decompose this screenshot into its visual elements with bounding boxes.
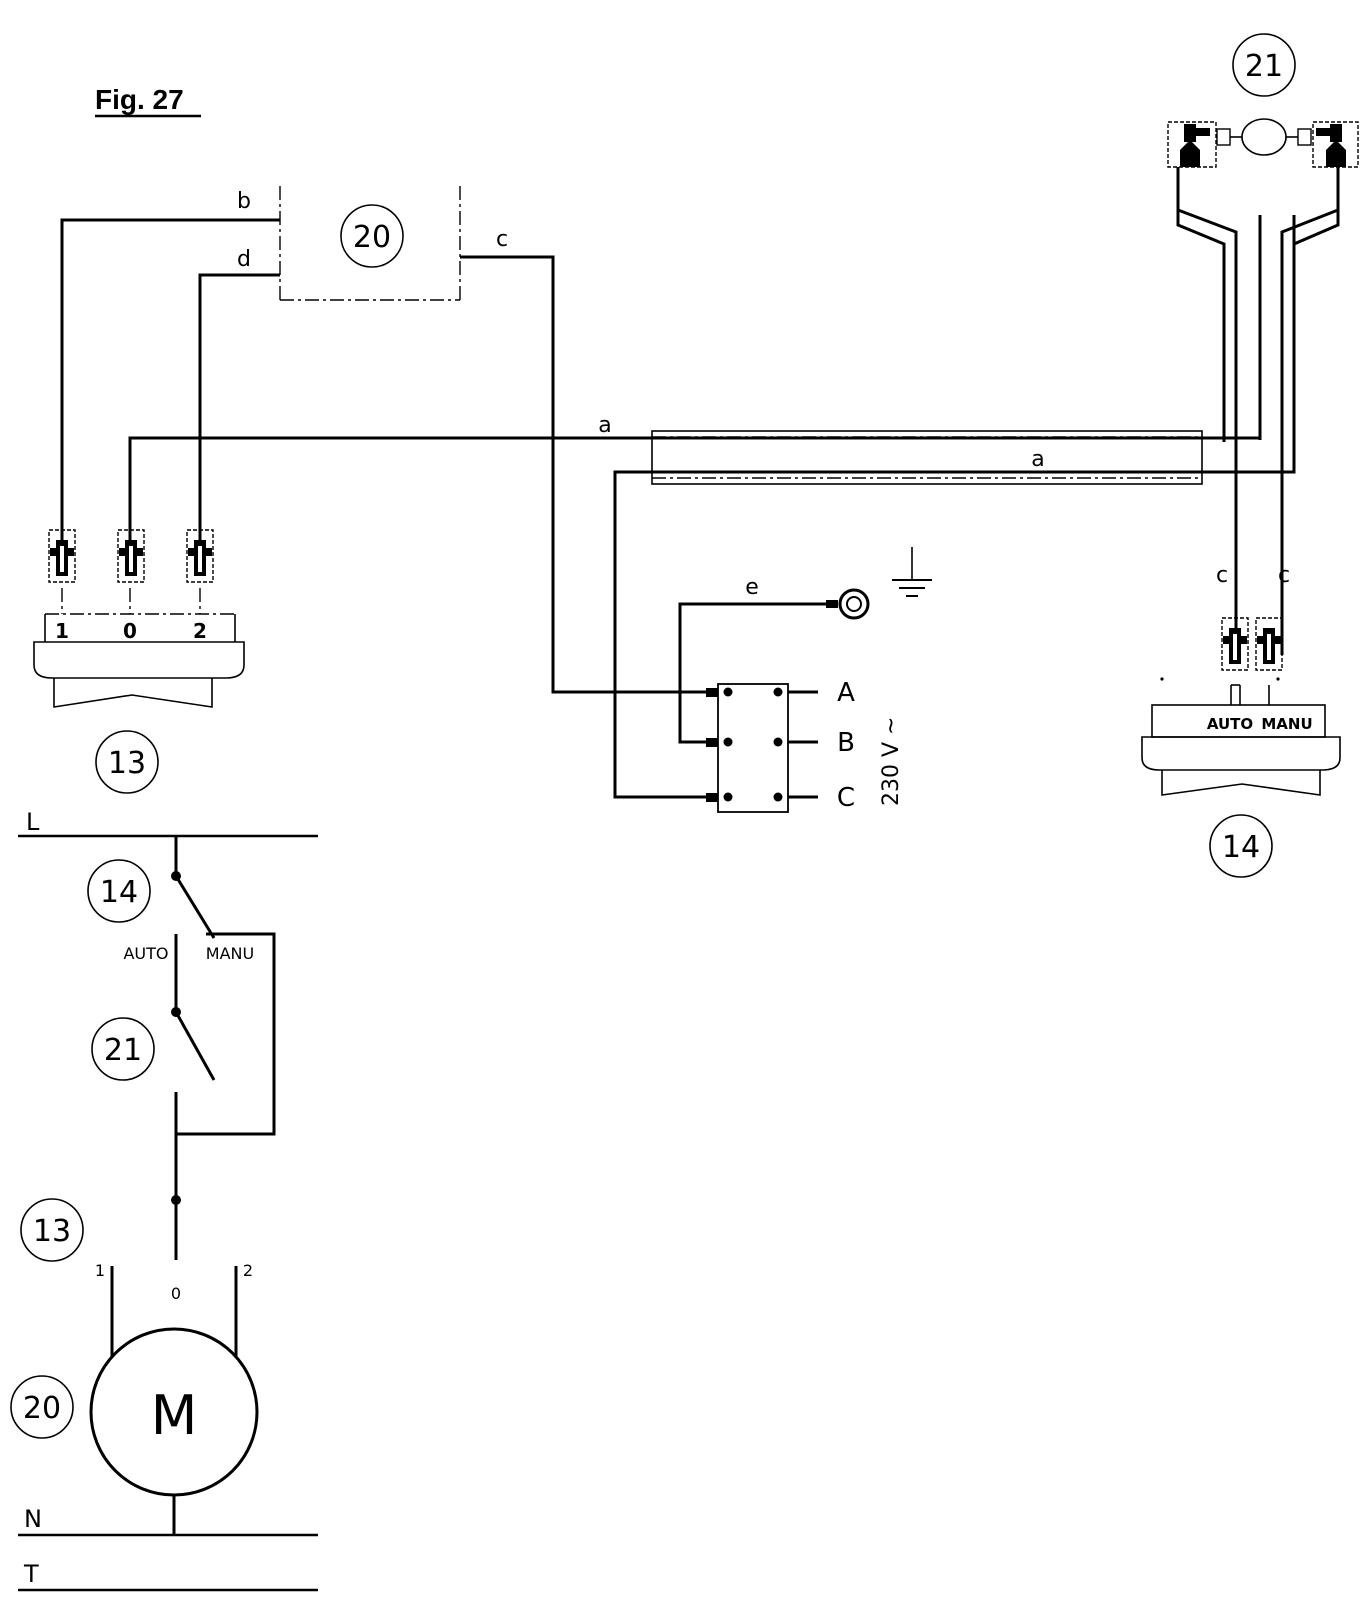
callout-20-circle <box>340 204 404 268</box>
selector-13-connector-1 <box>48 529 76 583</box>
schematic-switch-21 <box>171 1007 216 1260</box>
wire-label-c-motor: c <box>496 227 508 252</box>
terminal-label-a: A <box>837 678 855 708</box>
terminal-label-c: C <box>837 783 855 813</box>
limit-switch-21 <box>1216 118 1312 156</box>
earth-ring-terminal <box>826 588 870 620</box>
selector-13-pos-2: 2 <box>193 619 207 643</box>
switch-21-connector-left <box>1167 121 1217 168</box>
schematic-selector-13 <box>110 1266 238 1358</box>
wire-a-top <box>128 215 1262 540</box>
schematic-callout-14-circle <box>87 859 151 923</box>
callout-14: 14 <box>1222 830 1260 865</box>
line-N-label: N <box>24 1505 42 1533</box>
wire-label-d: d <box>237 247 251 272</box>
wire-label-e: e <box>745 575 759 600</box>
figure-title: Fig. 27 <box>95 84 184 115</box>
selector-13-pos-1: 1 <box>55 619 69 643</box>
selector-14-label-manu: MANU <box>1261 715 1312 733</box>
schematic-label-auto: AUTO <box>123 944 168 963</box>
wire-label-c-left: c <box>1216 563 1228 588</box>
callout-13: 13 <box>108 746 146 781</box>
wire-label-c-right: c <box>1278 563 1290 588</box>
selector-14-label-auto: AUTO <box>1207 715 1253 733</box>
selector-13-connector-0 <box>117 529 145 583</box>
wire-label-a-top: a <box>598 413 611 438</box>
callout-14-circle <box>1209 814 1273 878</box>
wire-e <box>678 602 826 744</box>
wire-label-b: b <box>237 189 251 214</box>
callout-13-circle <box>95 730 159 794</box>
schematic-callout-21: 21 <box>104 1033 142 1068</box>
schematic-callout-20-circle <box>10 1375 74 1439</box>
supply-voltage: 230 V ~ <box>879 717 904 806</box>
callout-21-circle <box>1232 33 1296 97</box>
wire-b <box>60 218 280 540</box>
schematic-switch-14 <box>171 836 276 1136</box>
switch-21-connector-right <box>1312 121 1359 168</box>
schematic-callout-20: 20 <box>23 1391 61 1426</box>
wire-a-bottom <box>613 215 1296 799</box>
wire-label-a-bottom: a <box>1031 447 1044 472</box>
callout-20: 20 <box>353 220 391 255</box>
motor-box-20 <box>279 186 461 301</box>
wire-d <box>198 273 280 540</box>
line-T-label: T <box>23 1560 39 1588</box>
schematic-callout-13: 13 <box>33 1214 71 1249</box>
selector-13-pos-0: 0 <box>123 619 137 643</box>
switch-21-harness <box>1176 167 1340 655</box>
terminal-label-b: B <box>837 728 855 758</box>
schematic-callout-14: 14 <box>100 875 138 910</box>
schematic-label-manu: MANU <box>206 944 254 963</box>
line-L-label: L <box>26 808 40 836</box>
selector-14-connector-manu <box>1255 617 1283 671</box>
selector-14-connector-auto <box>1221 617 1249 671</box>
selector-13-connector-2 <box>186 529 214 583</box>
selector-13-body <box>33 588 245 708</box>
callout-21: 21 <box>1245 49 1283 84</box>
cable-sleeve <box>651 430 1203 485</box>
schematic-callout-13-circle <box>20 1198 84 1262</box>
wire-c-motor <box>460 255 710 694</box>
schematic-pos-0: 0 <box>171 1284 181 1303</box>
schematic-callout-21-circle <box>91 1017 155 1081</box>
selector-14-body <box>1141 677 1341 796</box>
terminal-block <box>706 683 818 813</box>
motor-label: M <box>151 1384 198 1447</box>
ground-symbol <box>892 547 932 597</box>
schematic-pos-2: 2 <box>243 1261 253 1280</box>
schematic-pos-1: 1 <box>95 1261 105 1280</box>
